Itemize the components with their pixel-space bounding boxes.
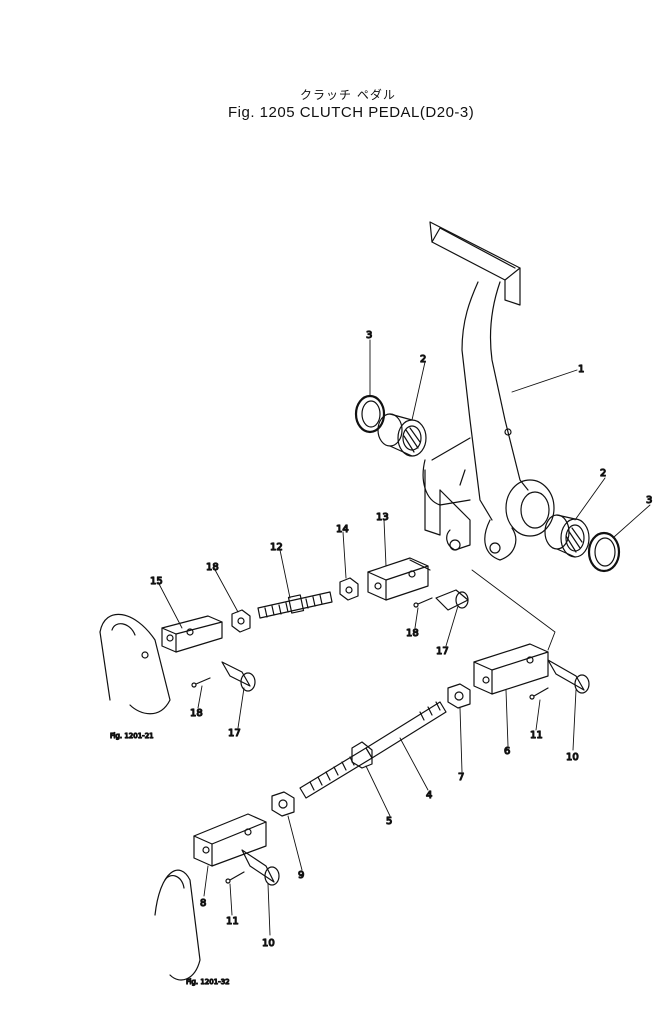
clevis-15 bbox=[161, 615, 223, 653]
callout-17-lower: 17 bbox=[228, 728, 241, 739]
bracket-ref2 bbox=[154, 869, 201, 981]
callout-labels: 1 2 2 3 3 4 5 6 7 8 9 10 10 11 11 12 13 … bbox=[149, 329, 653, 949]
nut-9 bbox=[271, 791, 295, 817]
bushing-upper bbox=[377, 413, 427, 457]
nut-7 bbox=[447, 683, 471, 709]
nut-5 bbox=[351, 741, 373, 769]
callout-8: 8 bbox=[200, 898, 206, 909]
callout-18-bottom: 18 bbox=[190, 708, 203, 719]
seal-lower bbox=[587, 531, 621, 573]
clutch-pedal-lever bbox=[422, 221, 555, 561]
bushing-lower bbox=[544, 514, 590, 558]
clevis-13 bbox=[367, 557, 431, 601]
callout-15: 15 bbox=[150, 576, 163, 587]
callout-10-left: 10 bbox=[262, 938, 275, 949]
reference-fig-1201-32: Fig. 1201-32 bbox=[186, 978, 230, 986]
cotter-pin-18-mid bbox=[413, 597, 433, 608]
callout-2-lower: 2 bbox=[600, 468, 606, 479]
callout-5: 5 bbox=[386, 816, 392, 827]
seal-upper bbox=[354, 394, 386, 434]
callout-3-lower: 3 bbox=[646, 495, 652, 506]
callout-18-top: 18 bbox=[206, 562, 219, 573]
leader-lines bbox=[157, 339, 651, 936]
callout-1: 1 bbox=[578, 364, 584, 375]
nut-18-upper bbox=[231, 609, 251, 633]
pin-17-upper bbox=[435, 589, 469, 611]
cotter-pin-11-right bbox=[529, 687, 549, 700]
bracket-ref1 bbox=[99, 613, 171, 715]
clevis-8 bbox=[193, 813, 267, 867]
callout-14: 14 bbox=[336, 524, 349, 535]
callout-9: 9 bbox=[298, 870, 304, 881]
callout-10-right: 10 bbox=[566, 752, 579, 763]
figure-title: Fig. 1205 CLUTCH PEDAL(D20-3) bbox=[228, 104, 475, 121]
pin-17-lower bbox=[221, 661, 256, 692]
reference-fig-1201-21: Fig. 1201-21 bbox=[110, 732, 154, 740]
callout-11-right: 11 bbox=[530, 730, 543, 741]
callout-12: 12 bbox=[270, 542, 283, 553]
cotter-pin-11-left bbox=[225, 871, 245, 884]
cotter-pin-18-lower bbox=[191, 677, 211, 688]
threaded-rod-12 bbox=[257, 591, 333, 619]
callout-13: 13 bbox=[376, 512, 389, 523]
clevis-6 bbox=[473, 643, 549, 695]
callout-17-upper: 17 bbox=[436, 646, 449, 657]
callout-7: 7 bbox=[458, 772, 464, 783]
pin-10-left bbox=[241, 849, 280, 886]
callout-2-upper: 2 bbox=[420, 354, 426, 365]
nut-14 bbox=[339, 577, 359, 601]
callout-11-left: 11 bbox=[226, 916, 239, 927]
figure-subtitle-jp: クラッチ ペダル bbox=[300, 88, 396, 102]
callout-18-mid: 18 bbox=[406, 628, 419, 639]
callout-6: 6 bbox=[504, 746, 510, 757]
pin-10-right bbox=[547, 659, 590, 694]
callout-3-upper: 3 bbox=[366, 330, 372, 341]
callout-4: 4 bbox=[426, 790, 432, 801]
